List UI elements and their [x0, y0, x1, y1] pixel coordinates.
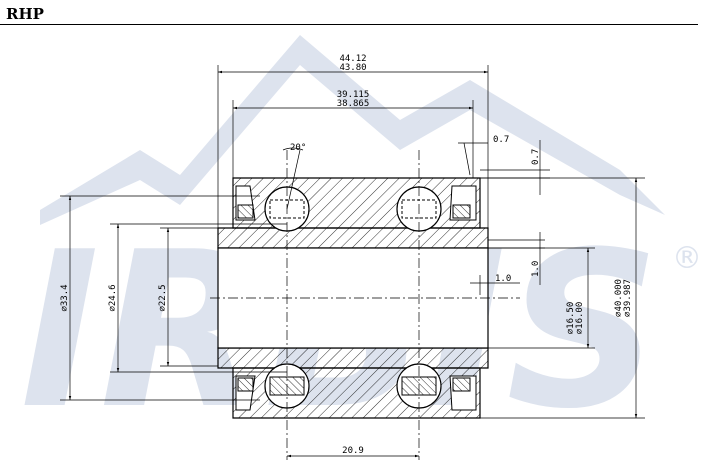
seal-top-right — [449, 185, 477, 221]
dimension-lines — [60, 65, 645, 458]
dim-ball-spacing: 20.9 — [342, 446, 364, 456]
dim-overall-width-max: 44.12 — [339, 54, 366, 64]
dim-inner-width-max: 39.115 — [337, 90, 370, 100]
seal-top-left — [235, 185, 256, 221]
dim-chamfer-top-y: 0.7 — [531, 149, 541, 165]
dim-angle: 20° — [290, 143, 306, 153]
seal-bottom-left — [235, 375, 256, 411]
title-underline — [0, 24, 698, 25]
bore — [217, 247, 489, 349]
watermark-registered-mark: ® — [672, 241, 702, 276]
dim-dia-24: ⌀24.6 — [108, 284, 118, 311]
dim-bore-min: ⌀16.00 — [575, 302, 585, 335]
dim-inner-width-min: 38.865 — [337, 99, 370, 109]
dim-overall-width-min: 43.80 — [339, 63, 366, 73]
seal-bottom-right — [449, 375, 477, 411]
dim-chamfer-top-x: 0.7 — [493, 135, 509, 145]
dim-outer-min: ⌀39.987 — [623, 279, 633, 317]
dim-outer-max: ⌀40.000 — [614, 279, 624, 317]
center-lines — [210, 150, 520, 460]
drawing-title: RHP — [6, 5, 44, 23]
dimension-labels: 44.12 43.80 39.115 38.865 20° 0.7 0.7 1.… — [60, 54, 633, 456]
inner-ring-bottom — [217, 347, 489, 369]
dim-chamfer-inner-y: 1.0 — [531, 261, 541, 277]
watermark-mountain — [40, 35, 665, 225]
dim-chamfer-inner-x: 1.0 — [495, 274, 511, 284]
dim-dia-22: ⌀22.5 — [158, 284, 168, 311]
dim-bore-max: ⌀16.50 — [566, 302, 576, 335]
dim-dia-33: ⌀33.4 — [60, 284, 70, 311]
inner-ring-top — [217, 227, 489, 249]
